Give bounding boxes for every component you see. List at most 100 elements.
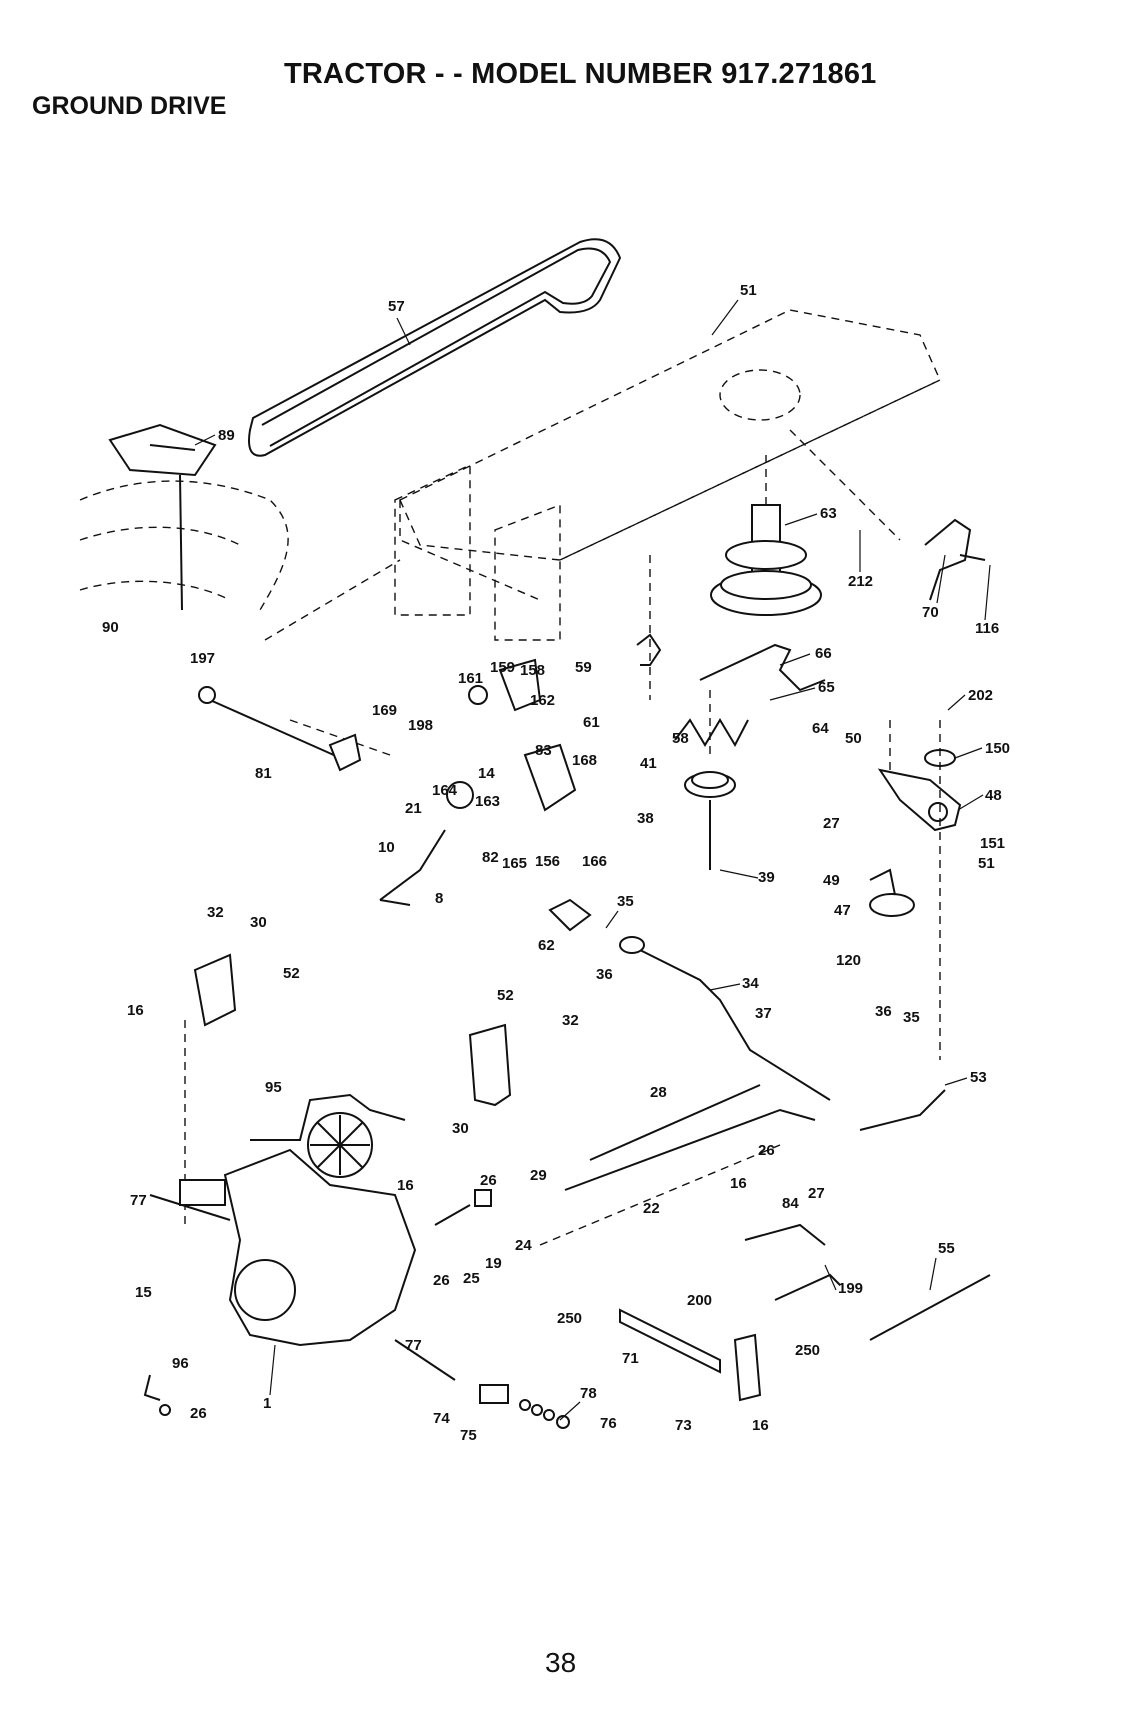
callout-168: 168 bbox=[572, 752, 597, 769]
callout-34: 34 bbox=[742, 975, 759, 992]
callout-116: 116 bbox=[975, 620, 999, 637]
callout-163: 163 bbox=[475, 793, 500, 810]
center-mount-bracket bbox=[468, 1023, 512, 1107]
drive-belt bbox=[248, 238, 622, 457]
transaxle-pulley bbox=[684, 690, 736, 870]
callout-10: 10 bbox=[378, 839, 395, 856]
callout-84: 84 bbox=[782, 1195, 799, 1212]
callout-71: 71 bbox=[622, 1350, 639, 1367]
parking-brake-rod bbox=[744, 1223, 841, 1301]
callout-15: 15 bbox=[135, 1284, 152, 1301]
callout-199: 199 bbox=[838, 1280, 863, 1297]
callout-49: 49 bbox=[823, 872, 840, 889]
callout-151: 151 bbox=[980, 835, 1005, 852]
callout-78: 78 bbox=[580, 1385, 597, 1402]
callout-37: 37 bbox=[755, 1005, 772, 1022]
callout-25: 25 bbox=[463, 1270, 480, 1287]
callout-58: 58 bbox=[672, 730, 689, 747]
callout-52: 52 bbox=[283, 965, 300, 982]
callout-35-b: 35 bbox=[903, 1009, 920, 1026]
extension-spring bbox=[869, 1274, 991, 1341]
page-title: TRACTOR - - MODEL NUMBER 917.271861 bbox=[284, 58, 877, 90]
callout-165: 165 bbox=[502, 855, 527, 872]
callout-26: 26 bbox=[758, 1142, 775, 1159]
fender-outline bbox=[79, 480, 289, 611]
bell-crank bbox=[877, 720, 962, 1060]
idler-pulley bbox=[869, 868, 915, 917]
callout-73: 73 bbox=[675, 1417, 692, 1434]
callout-48: 48 bbox=[985, 787, 1002, 804]
callout-64: 64 bbox=[812, 720, 829, 737]
callout-50: 50 bbox=[845, 730, 862, 747]
callout-161: 161 bbox=[458, 670, 483, 687]
callout-62: 62 bbox=[538, 937, 555, 954]
callout-63: 63 bbox=[820, 505, 837, 522]
callout-51: 51 bbox=[740, 282, 757, 299]
callout-36: 36 bbox=[596, 966, 613, 983]
callout-61: 61 bbox=[583, 714, 600, 731]
callout-198: 198 bbox=[408, 717, 433, 734]
engine-pulley bbox=[710, 455, 822, 616]
callout-26-c: 26 bbox=[433, 1272, 450, 1289]
transaxle bbox=[149, 1112, 456, 1381]
callout-30-b: 30 bbox=[452, 1120, 469, 1137]
callout-74: 74 bbox=[433, 1410, 450, 1427]
shift-rod bbox=[250, 1093, 406, 1141]
callout-16-b: 16 bbox=[397, 1177, 414, 1194]
callout-53: 53 bbox=[970, 1069, 987, 1086]
tractor-frame bbox=[264, 309, 941, 756]
callout-95: 95 bbox=[265, 1079, 282, 1096]
callout-36-b: 36 bbox=[875, 1003, 892, 1020]
callout-1: 1 bbox=[263, 1395, 271, 1412]
leader-lines bbox=[194, 299, 991, 1421]
callout-16: 16 bbox=[127, 1002, 144, 1019]
spring-collar bbox=[434, 1189, 492, 1226]
callout-29: 29 bbox=[530, 1167, 547, 1184]
callout-77-b: 77 bbox=[405, 1337, 422, 1354]
callout-55: 55 bbox=[938, 1240, 955, 1257]
callout-202: 202 bbox=[968, 687, 993, 704]
callout-labels: 57 51 89 63 212 70 116 90 197 161 159 15… bbox=[102, 282, 1010, 1444]
callout-197: 197 bbox=[190, 650, 215, 667]
callout-59: 59 bbox=[575, 659, 592, 676]
callout-150: 150 bbox=[985, 740, 1010, 757]
callout-26-b: 26 bbox=[480, 1172, 497, 1189]
callout-159: 159 bbox=[490, 659, 515, 676]
callout-120: 120 bbox=[836, 952, 861, 969]
callout-77: 77 bbox=[130, 1192, 147, 1209]
callout-16-d: 16 bbox=[752, 1417, 769, 1434]
callout-82: 82 bbox=[482, 849, 499, 866]
callout-32: 32 bbox=[207, 904, 224, 921]
callout-164: 164 bbox=[432, 782, 458, 799]
clutch-rod bbox=[548, 898, 831, 1101]
callout-90: 90 bbox=[102, 619, 119, 636]
brake-rods bbox=[539, 1084, 946, 1246]
pedal-cover bbox=[108, 423, 217, 611]
callout-75: 75 bbox=[460, 1427, 477, 1444]
callout-27-b: 27 bbox=[808, 1185, 825, 1202]
callout-76: 76 bbox=[600, 1415, 617, 1432]
callout-35: 35 bbox=[617, 893, 634, 910]
control-lever bbox=[379, 781, 474, 906]
callout-65: 65 bbox=[818, 679, 835, 696]
callout-57: 57 bbox=[388, 298, 405, 315]
support-bar bbox=[619, 1308, 762, 1402]
callout-81: 81 bbox=[255, 765, 272, 782]
bracket-assembly bbox=[468, 658, 577, 812]
callout-250-b: 250 bbox=[795, 1342, 820, 1359]
callout-156: 156 bbox=[535, 853, 560, 870]
pedal-shaft bbox=[198, 686, 362, 772]
callout-30: 30 bbox=[250, 914, 267, 931]
section-title: GROUND DRIVE bbox=[32, 92, 227, 120]
callout-70: 70 bbox=[922, 604, 939, 621]
callout-200: 200 bbox=[687, 1292, 712, 1309]
spring-bracket bbox=[924, 518, 986, 601]
hairpin bbox=[143, 1374, 171, 1416]
callout-19: 19 bbox=[485, 1255, 502, 1272]
callout-96: 96 bbox=[172, 1355, 189, 1372]
callout-41: 41 bbox=[640, 755, 657, 772]
belt-guide bbox=[674, 643, 826, 748]
callout-66: 66 bbox=[815, 645, 832, 662]
callout-21: 21 bbox=[405, 800, 422, 817]
callout-89: 89 bbox=[218, 427, 235, 444]
